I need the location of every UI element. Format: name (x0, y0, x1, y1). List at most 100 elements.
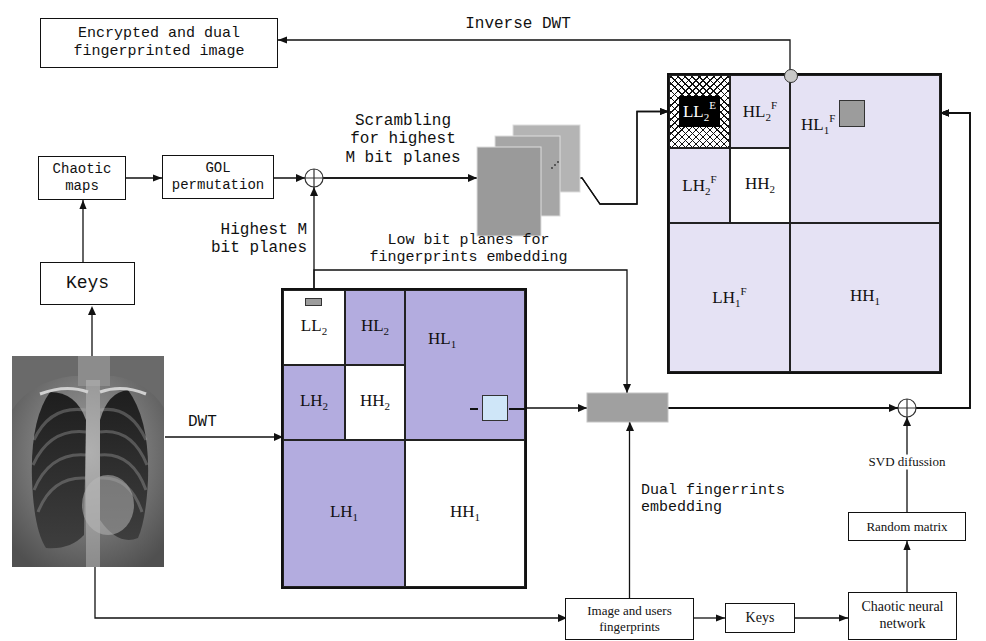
embedding-block (587, 393, 668, 422)
subband-name: LH (330, 502, 353, 521)
x-ray-image (12, 376, 164, 567)
process-box: Keys (40, 262, 135, 305)
arrow-head (88, 306, 96, 315)
box-label: Keys (66, 273, 109, 295)
process-box: Chaotic maps (38, 156, 126, 200)
subband-name: HH (450, 502, 475, 521)
state-superscript: F (829, 112, 835, 124)
connector-arrow (795, 617, 848, 618)
arrow-head (623, 384, 631, 393)
level-subscript: 2 (384, 325, 390, 337)
x-ray-image (32, 392, 86, 548)
text-group: Random matrix (866, 519, 947, 535)
subband-cell: LH1 (283, 440, 405, 587)
level-subscript: 2 (704, 111, 710, 123)
flow-line (91, 312, 92, 356)
text-group: Keys (746, 610, 775, 627)
subband-name: LH (712, 288, 735, 307)
state-superscript: E (709, 99, 716, 111)
text-group: Image and users fingerprints (570, 603, 689, 634)
text-group: Chaotic neural network (853, 599, 952, 633)
box-label: Keys (746, 610, 775, 627)
box-label: Random matrix (866, 519, 947, 535)
embedded-block (839, 100, 865, 127)
text-group: HH2 (745, 174, 775, 196)
scrambled-bit-planes (554, 164, 556, 166)
subband-cell: HH1 (405, 440, 525, 587)
process-box: Random matrix (848, 512, 966, 541)
level-subscript: 1 (824, 124, 830, 136)
text-group: HL2 (361, 316, 389, 338)
text-group: Encrypted and dual fingerprinted image (72, 25, 247, 61)
bit-plane-block (305, 298, 322, 306)
text-group: HL1 (428, 329, 456, 351)
text-group: LH2 (300, 391, 328, 413)
subband-cell: LL2 (283, 290, 345, 365)
level-subscript: 2 (770, 183, 776, 195)
subband-cell: LH1F (669, 223, 790, 372)
connector-arrow (314, 112, 669, 291)
arrow-head (626, 422, 634, 431)
subband-name: HL (743, 102, 766, 121)
scrambled-bit-planes (477, 125, 580, 236)
scrambled-bit-planes (557, 161, 559, 163)
level-subscript: 1 (735, 297, 741, 309)
xor-symbol (305, 169, 323, 187)
box-label: Image and users fingerprints (570, 603, 689, 634)
arrow-head (889, 404, 898, 412)
xor-symbol (898, 399, 916, 417)
scrambled-bit-planes (477, 147, 541, 236)
connector-arrow (278, 40, 790, 75)
x-ray-image (86, 380, 100, 567)
subband-cell: LH2 (283, 365, 345, 440)
subband-frame (282, 74, 941, 588)
text-group: Keys (66, 273, 109, 295)
box-label: Chaotic neural network (853, 599, 952, 633)
annotation: DWT (188, 413, 217, 431)
level-subscript: 2 (322, 325, 328, 337)
subband-name: HL (428, 329, 451, 348)
level-subscript: 1 (451, 338, 457, 350)
x-ray-image (12, 356, 164, 567)
annotation: Scrambling for highest M bit planes (344, 112, 462, 167)
connector-arrow (906, 541, 907, 592)
junction-dot (784, 69, 798, 83)
process-box: Chaotic neural network (848, 592, 957, 640)
text-group: LH2F (682, 173, 716, 198)
subband-cell: HL2 (345, 290, 405, 365)
text-group: HL1F (801, 112, 835, 137)
subband-cell: HL1 (405, 290, 525, 440)
edge-label: Inverse DWT (463, 15, 573, 33)
subband-name: HH (745, 174, 770, 193)
annotation: Highest M bit planes (203, 221, 307, 258)
subband-name: LH (300, 391, 323, 410)
text-group: GOL permutation (167, 160, 269, 194)
subband-cell: LH2F (669, 148, 730, 223)
text-group: HH1 (450, 502, 480, 524)
state-superscript: F (711, 173, 717, 185)
level-subscript: 2 (705, 185, 711, 197)
subband-name: LL (301, 316, 322, 335)
subband-cell: HH2 (730, 148, 790, 223)
connector-arrow (82, 200, 83, 262)
flow-line (165, 436, 278, 437)
subband-name: HL (361, 316, 384, 335)
connector-arrow (694, 617, 725, 618)
coefficient-block (482, 395, 508, 421)
text-group: Chaotic maps (43, 161, 121, 195)
level-subscript: 2 (766, 111, 772, 123)
arrow-head (578, 404, 587, 412)
arrow-head (468, 174, 477, 182)
scrambled-bit-planes (551, 167, 553, 169)
level-subscript: 2 (323, 400, 329, 412)
level-subscript: 1 (353, 511, 359, 523)
connector-arrow (274, 112, 669, 205)
process-box: Keys (725, 603, 795, 633)
level-subscript: 2 (385, 400, 391, 412)
state-superscript: F (771, 99, 777, 111)
annotation: Low bit planes for fingerprints embeddin… (366, 232, 571, 267)
annotation: Dual fingerrints embedding (641, 482, 801, 517)
arrow-head (296, 174, 305, 182)
subband-cell: HH1 (790, 223, 940, 372)
